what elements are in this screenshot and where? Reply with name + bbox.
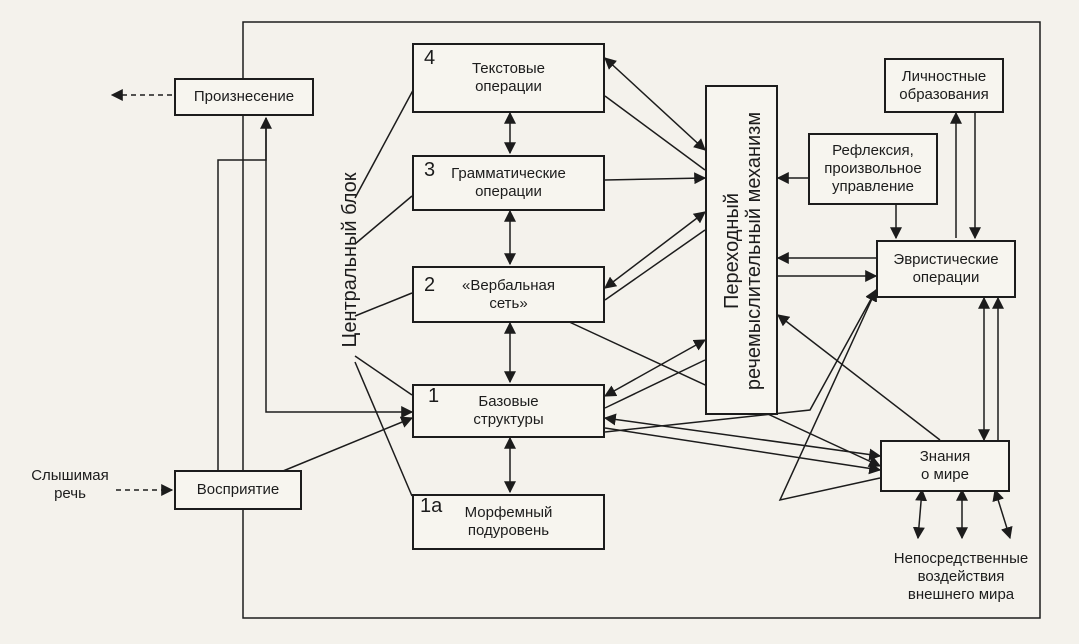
central-line-1a xyxy=(354,361,413,497)
personal-formations-label: Личностные образования xyxy=(899,67,989,103)
link-knowledge-world-3 xyxy=(992,488,1013,540)
perception-label: Восприятие xyxy=(196,481,280,498)
world-knowledge-box: Знания о мире xyxy=(880,440,1010,492)
link-knowledge-trans-heuristic xyxy=(778,288,881,502)
link-grammar-trans xyxy=(604,172,707,185)
link-base-knowledge-a xyxy=(603,413,882,461)
link-verbal-trans-a xyxy=(604,211,706,289)
central-line-1 xyxy=(354,355,413,396)
link-perception-pronunciation xyxy=(217,118,267,470)
outer-frame xyxy=(242,21,1041,619)
level-number-4: 4 xyxy=(424,47,436,69)
central-line-2 xyxy=(354,292,413,317)
link-perception-base-diag xyxy=(265,416,414,479)
link-perception-base xyxy=(265,160,414,418)
personal-formations-box: Личностные образования xyxy=(884,58,1004,113)
grammar-operations-box: Грамматические операции xyxy=(412,155,605,211)
direct-impacts-label: Непосредственные воздействия внешнего ми… xyxy=(893,550,1029,603)
link-base-knowledge-b xyxy=(604,427,882,475)
link-verbal-trans-b xyxy=(604,229,706,301)
reflection-label: Рефлексия, произвольное управление xyxy=(824,142,922,195)
level-number-3: 3 xyxy=(424,159,436,181)
heuristic-operations-box: Эвристические операции xyxy=(876,240,1016,298)
morpheme-sublevel-label: Морфемный подуровень xyxy=(464,504,553,539)
link-knowledge-heuristic-long xyxy=(777,314,941,441)
verbal-net-label: «Вербальная сеть» xyxy=(462,276,555,312)
central-line-3 xyxy=(354,195,413,245)
perception-box: Восприятие xyxy=(174,470,302,510)
text-operations-label: Текстовые операции xyxy=(471,60,546,95)
text-operations-box: Текстовые операции xyxy=(412,43,605,113)
pronunciation-label: Произнесение xyxy=(193,88,295,105)
transitional-mechanism-label: Переходный речемыслительный механизм xyxy=(721,111,765,391)
heard-speech-label: Слышимая речь xyxy=(31,467,109,502)
heuristic-operations-label: Эвристические операции xyxy=(893,251,999,286)
level-number-1: 1 xyxy=(428,385,440,407)
transitional-mechanism-box: Переходный речемыслительный механизм xyxy=(705,85,778,415)
link-text-trans-b xyxy=(604,95,706,171)
world-knowledge-label: Знания о мире xyxy=(919,448,971,483)
link-base-trans-b xyxy=(604,359,706,409)
link-base-trans-a xyxy=(603,339,707,397)
verbal-net-box: «Вербальная сеть» xyxy=(412,266,605,323)
pronunciation-box: Произнесение xyxy=(174,78,314,116)
morpheme-sublevel-box: Морфемный подуровень xyxy=(412,494,605,550)
reflection-box: Рефлексия, произвольное управление xyxy=(808,133,938,205)
central-block-label: Центральный блок xyxy=(339,172,361,348)
level-number-2: 2 xyxy=(424,274,436,296)
base-structures-label: Базовые структуры xyxy=(473,393,544,428)
link-knowledge-world-1 xyxy=(912,488,928,540)
base-structures-box: Базовые структуры xyxy=(412,384,605,438)
link-text-trans-a xyxy=(604,57,706,151)
grammar-operations-label: Грамматические операции xyxy=(451,165,566,200)
link-base-heuristic xyxy=(604,288,877,433)
level-number-1a: 1а xyxy=(420,495,443,517)
